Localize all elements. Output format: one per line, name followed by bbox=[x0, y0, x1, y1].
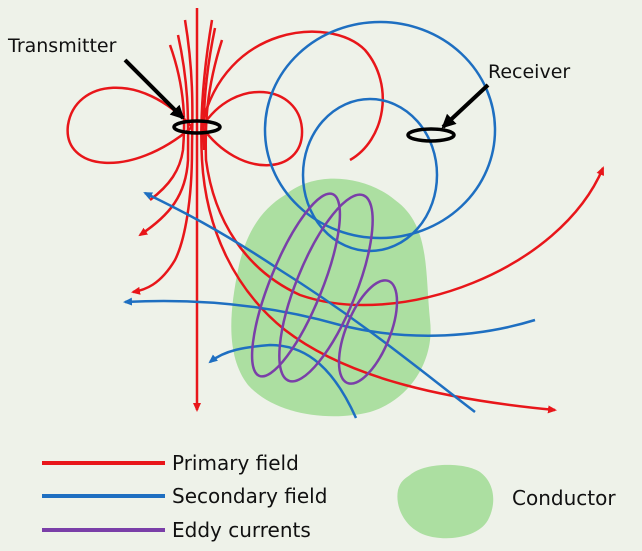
transmitter-label: Transmitter bbox=[7, 35, 117, 57]
transmitter-coil bbox=[172, 119, 222, 135]
receiver-pointer-arrow bbox=[441, 83, 490, 129]
legend: Primary field Secondary field Eddy curre… bbox=[42, 451, 616, 542]
conductor-body bbox=[231, 178, 431, 417]
legend-secondary-label: Secondary field bbox=[172, 484, 327, 508]
eddy-current-loops bbox=[250, 192, 399, 385]
legend-eddy-label: Eddy currents bbox=[172, 518, 311, 542]
legend-conductor-swatch bbox=[397, 464, 494, 539]
receiver-label: Receiver bbox=[488, 61, 570, 83]
primary-field-lines bbox=[66, 8, 605, 414]
transmitter-pointer-arrow bbox=[123, 58, 185, 120]
receiver-coil bbox=[406, 127, 456, 143]
legend-conductor-label: Conductor bbox=[512, 486, 616, 510]
legend-primary-label: Primary field bbox=[172, 451, 299, 475]
